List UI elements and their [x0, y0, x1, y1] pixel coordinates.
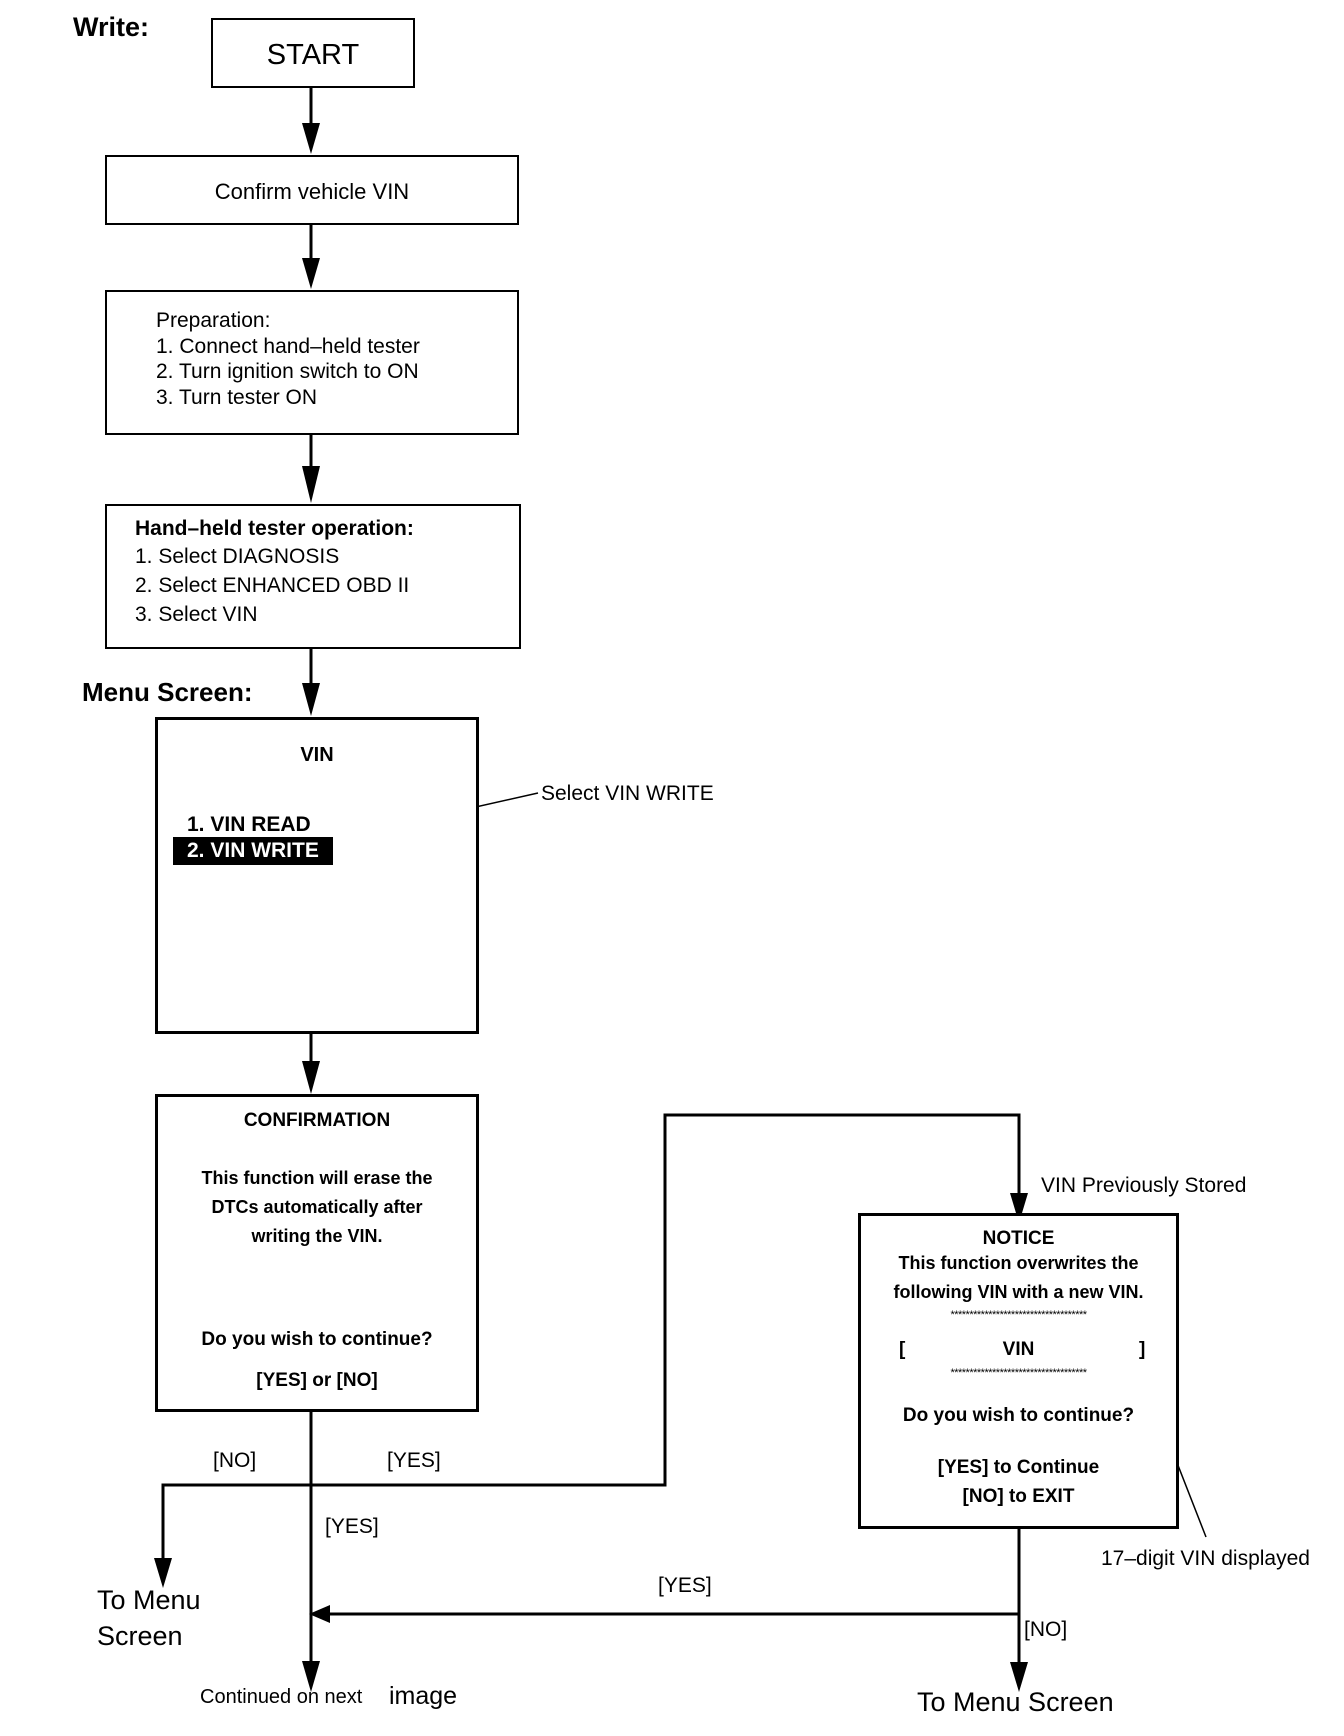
tester-operation-box: Hand–held tester operation: 1. Select DI…: [105, 504, 521, 649]
start-box: START: [211, 18, 415, 88]
branch-label-yes-right: [YES]: [387, 1449, 441, 1472]
notice-vin-open-bracket: [: [899, 1339, 906, 1360]
notice-stars-top: ************************************: [950, 1309, 1087, 1321]
confirmation-title: CONFIRMATION: [243, 1110, 391, 1131]
connector-no-branch: [161, 1483, 311, 1560]
confirmation-message-line: This function will erase the: [201, 1168, 433, 1188]
tester-operation-item: 1. Select DIAGNOSIS: [135, 545, 340, 568]
callout-17-digit-vin: 17–digit VIN displayed: [1101, 1547, 1310, 1570]
to-menu-screen-right: To Menu Screen: [917, 1687, 1114, 1717]
callout-select-vin-write: Select VIN WRITE: [541, 782, 714, 805]
continued-image-word: image: [389, 1682, 458, 1710]
arrowhead-confirm: [302, 123, 320, 154]
connector-yes-branch: [311, 1113, 1021, 1487]
confirm-vin-box: Confirm vehicle VIN: [105, 155, 519, 225]
tester-operation-item: 3. Select VIN: [135, 603, 258, 626]
notice-question: Do you wish to continue?: [902, 1405, 1135, 1426]
preparation-box: Preparation: 1. Connect hand–held tester…: [105, 290, 519, 435]
preparation-item: 3. Turn tester ON: [156, 386, 318, 409]
arrowhead-menu: [302, 683, 320, 716]
tester-operation-item: 2. Select ENHANCED OBD II: [135, 574, 410, 597]
menu-item-vin-write: 2. VIN WRITE: [173, 837, 333, 865]
confirmation-options: [YES] or [NO]: [256, 1370, 378, 1391]
arrowhead-continued: [302, 1661, 320, 1692]
menu-screen-title: VIN: [300, 744, 334, 766]
notice-stars-bottom: ************************************: [950, 1367, 1087, 1379]
arrowhead-yes-return: [309, 1605, 330, 1623]
notice-vin-label: VIN: [1002, 1339, 1035, 1360]
arrowhead-to-menu-left: [154, 1558, 172, 1588]
arrowhead-to-menu-right: [1010, 1662, 1028, 1692]
to-menu-screen-left-line1: To Menu: [97, 1585, 201, 1615]
preparation-item: 2. Turn ignition switch to ON: [156, 360, 419, 383]
branch-label-yes-return: [YES]: [658, 1574, 712, 1597]
menu-item-vin-read: 1. VIN READ: [187, 813, 311, 836]
preparation-heading: Preparation:: [156, 309, 271, 332]
branch-label-yes-down: [YES]: [325, 1515, 379, 1538]
menu-screen-label: Menu Screen:: [82, 677, 253, 707]
notice-message-line: following VIN with a new VIN.: [893, 1282, 1144, 1302]
branch-label-no: [NO]: [213, 1449, 257, 1472]
confirmation-message-line: DTCs automatically after: [211, 1197, 423, 1217]
notice-title: NOTICE: [982, 1228, 1055, 1249]
arrowhead-notice: [1010, 1193, 1028, 1223]
confirmation-message-line: writing the VIN.: [251, 1226, 383, 1246]
page-title: Write:: [73, 12, 150, 42]
tester-operation-heading: Hand–held tester operation:: [135, 517, 414, 540]
notice-no-option: [NO] to EXIT: [962, 1486, 1075, 1507]
notice-vin-close-bracket: ]: [1139, 1339, 1146, 1360]
vin-previously-stored-label: VIN Previously Stored: [1041, 1174, 1247, 1197]
notice-box: NOTICE This function overwrites the foll…: [858, 1213, 1179, 1529]
to-menu-screen-left-line2: Screen: [97, 1621, 183, 1651]
arrowhead-confirmation: [302, 1061, 320, 1094]
confirmation-question: Do you wish to continue?: [201, 1329, 433, 1350]
start-label: START: [266, 39, 360, 71]
confirm-vin-label: Confirm vehicle VIN: [214, 179, 410, 204]
notice-message-line: This function overwrites the: [898, 1253, 1139, 1273]
branch-label-no-notice: [NO]: [1024, 1618, 1068, 1641]
arrowhead-tester: [302, 466, 320, 503]
menu-screen-box: VIN 1. VIN READ 2. VIN WRITE: [155, 717, 479, 1034]
notice-yes-option: [YES] to Continue: [937, 1457, 1100, 1478]
preparation-item: 1. Connect hand–held tester: [156, 335, 420, 358]
confirmation-box: CONFIRMATION This function will erase th…: [155, 1094, 479, 1412]
continued-on-next: Continued on next: [200, 1686, 363, 1708]
arrowhead-prep: [302, 258, 320, 289]
